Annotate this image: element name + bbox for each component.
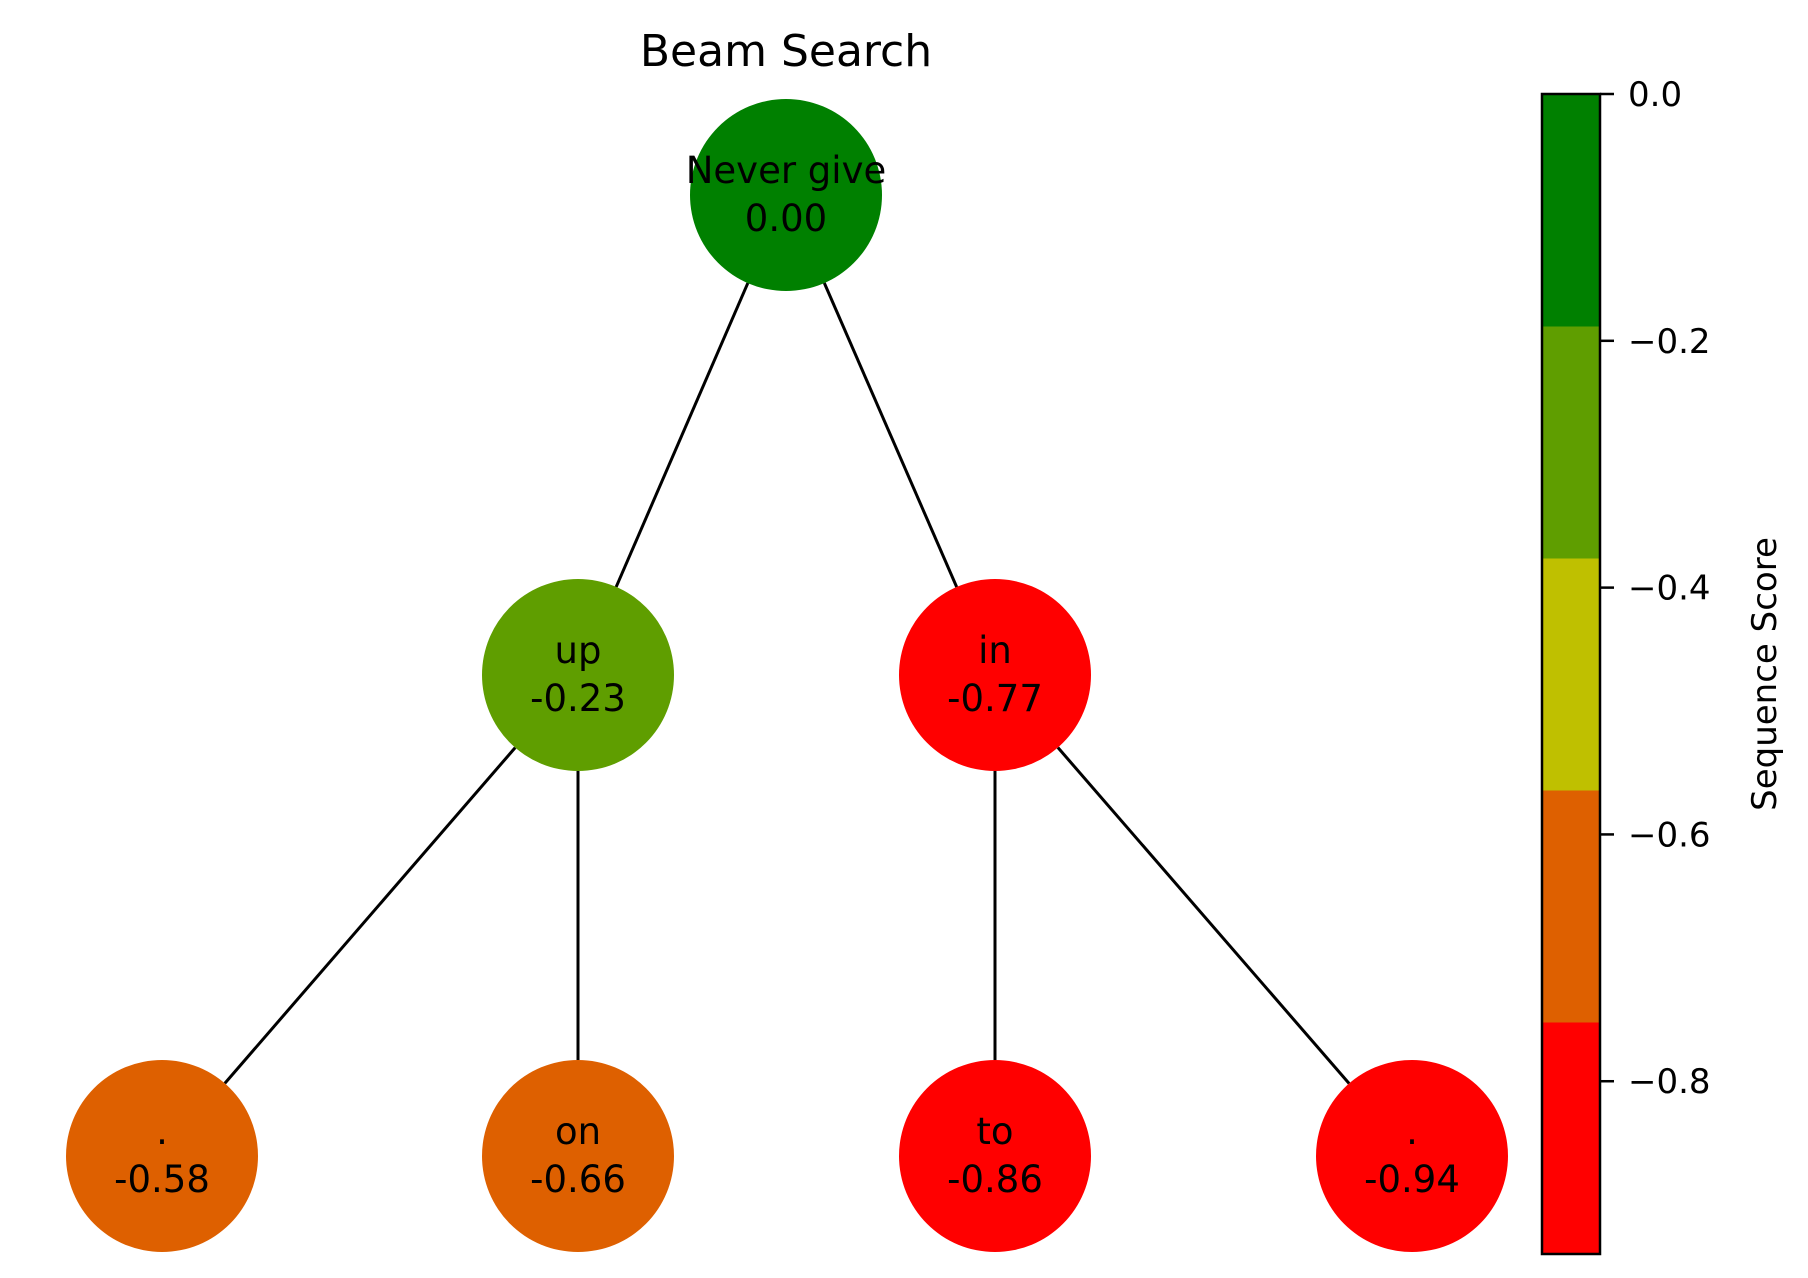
colorbar-tick-label: −0.8 xyxy=(1628,1062,1711,1102)
colorbar-label: Sequence Score xyxy=(1745,537,1785,811)
node-score: -0.58 xyxy=(114,1158,210,1201)
node-score: -0.66 xyxy=(530,1158,626,1201)
colorbar-frame xyxy=(1540,92,1602,1256)
node-score: 0.00 xyxy=(745,197,827,240)
colorbar-band xyxy=(1542,326,1600,559)
tree-node-up: up -0.23 xyxy=(482,579,674,771)
node-token: on xyxy=(555,1110,601,1153)
node-circle xyxy=(899,1060,1091,1252)
figure-title: Beam Search xyxy=(640,26,932,77)
tree-node-root: Never give 0.00 xyxy=(686,99,887,291)
tree-node-in_dot: . -0.94 xyxy=(1316,1060,1508,1252)
colorbar-tick-label: 0.0 xyxy=(1628,75,1682,115)
tree-node-up_on: on -0.66 xyxy=(482,1060,674,1252)
colorbar-band xyxy=(1542,558,1600,791)
node-circle xyxy=(66,1060,258,1252)
node-token: Never give xyxy=(686,149,887,192)
node-circle xyxy=(690,99,882,291)
node-circle xyxy=(482,579,674,771)
node-score: -0.94 xyxy=(1364,1158,1460,1201)
colorbar-tick-label: −0.2 xyxy=(1628,322,1711,362)
node-token: . xyxy=(156,1110,168,1153)
tree-edges xyxy=(223,282,1351,1085)
node-score: -0.86 xyxy=(947,1158,1043,1201)
colorbar-band xyxy=(1542,94,1600,327)
colorbar-tick-label: −0.4 xyxy=(1628,569,1711,609)
tree-node-in: in -0.77 xyxy=(899,579,1091,771)
edge-root-up xyxy=(614,282,750,588)
node-circle xyxy=(1316,1060,1508,1252)
colorbar-tick-label: −0.6 xyxy=(1628,815,1711,855)
node-token: . xyxy=(1406,1110,1418,1153)
colorbar: 0.0 −0.2 −0.4 −0.6 −0.8 Sequence Score xyxy=(1540,75,1785,1256)
node-token: up xyxy=(555,629,602,672)
node-circle xyxy=(899,579,1091,771)
colorbar-band xyxy=(1542,790,1600,1023)
node-score: -0.23 xyxy=(530,677,626,720)
colorbar-band xyxy=(1542,1022,1600,1255)
tree-nodes: Never give 0.00 up -0.23 in -0.77. -0.58 on -0.6… xyxy=(66,99,1508,1252)
node-token: in xyxy=(978,629,1012,672)
node-score: -0.77 xyxy=(947,677,1043,720)
edge-root-in xyxy=(822,282,959,588)
tree-node-up_dot: . -0.58 xyxy=(66,1060,258,1252)
edge-up-up_dot xyxy=(223,746,517,1085)
tree-node-in_to: to -0.86 xyxy=(899,1060,1091,1252)
node-circle xyxy=(482,1060,674,1252)
edge-in-in_dot xyxy=(1056,746,1351,1085)
node-token: to xyxy=(976,1110,1013,1153)
